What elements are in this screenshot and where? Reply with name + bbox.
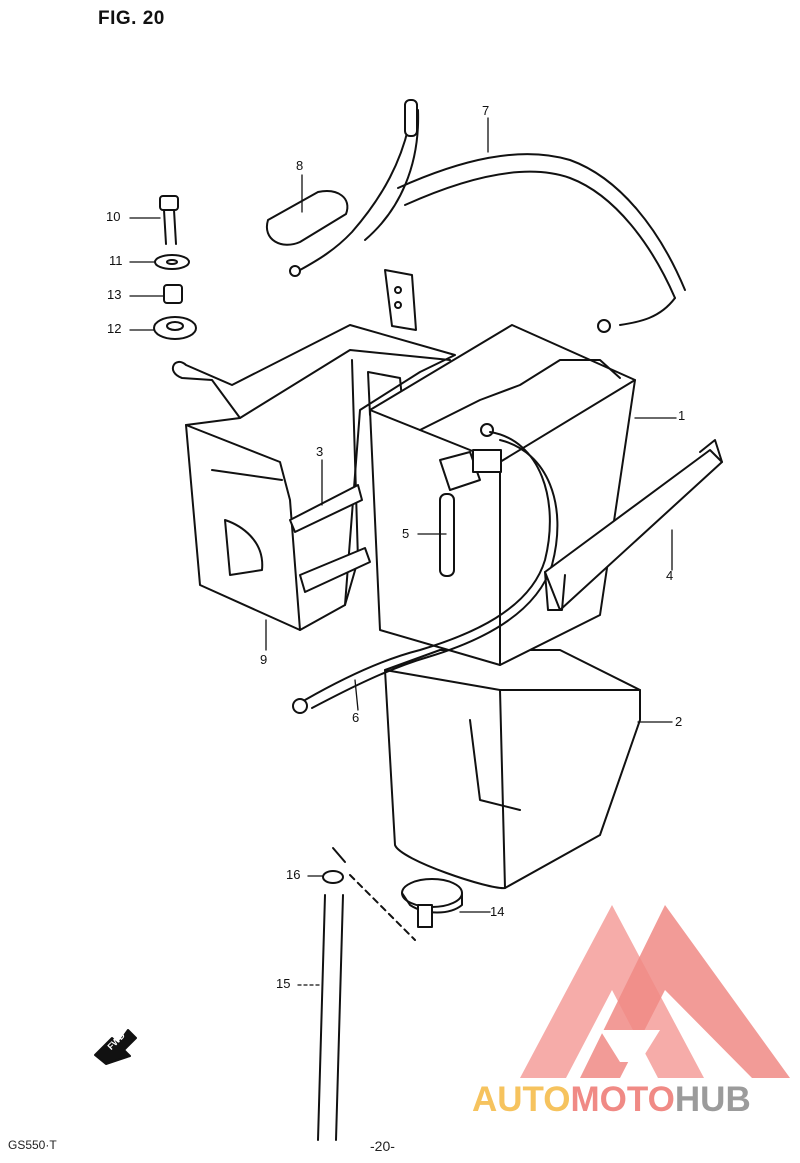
callout-15: 15 [276,976,291,991]
callout-11: 11 [109,253,123,268]
battery-strap [544,439,723,611]
watermark-hub: HUB [674,1080,751,1119]
watermark-auto: AUTO [472,1080,571,1119]
callout-8: 8 [296,158,304,173]
callout-10: 10 [106,209,121,224]
leader-lines [129,117,677,986]
battery-holder [171,269,456,631]
terminal-cover [265,190,349,246]
watermark-moto: MOTO [570,1080,675,1119]
bolt-hardware [153,195,197,340]
callout-9: 9 [260,652,268,667]
breather-cap [401,878,463,928]
callout-13: 13 [107,287,122,302]
positive-cable [289,99,686,333]
negative-cable [304,431,551,701]
callout-5: 5 [402,526,410,541]
callout-7: 7 [482,103,490,118]
drain-hose [317,847,416,1141]
model-code: GS550·T [8,1138,57,1152]
callout-16: 16 [286,867,301,882]
callout-14: 14 [490,904,505,919]
callout-2: 2 [675,714,683,729]
fwd-arrow [94,1029,137,1065]
watermark-logo [520,905,790,1078]
callout-1: 1 [678,408,686,423]
figure-title: FIG. 20 [98,8,165,29]
page-number: -20- [370,1138,395,1154]
callout-6: 6 [352,710,360,725]
callout-12: 12 [107,321,122,336]
callout-3: 3 [316,444,324,459]
watermark-text: AUTOMOTOHUB [472,1080,751,1120]
callout-4: 4 [666,568,674,583]
battery-case [384,649,641,890]
